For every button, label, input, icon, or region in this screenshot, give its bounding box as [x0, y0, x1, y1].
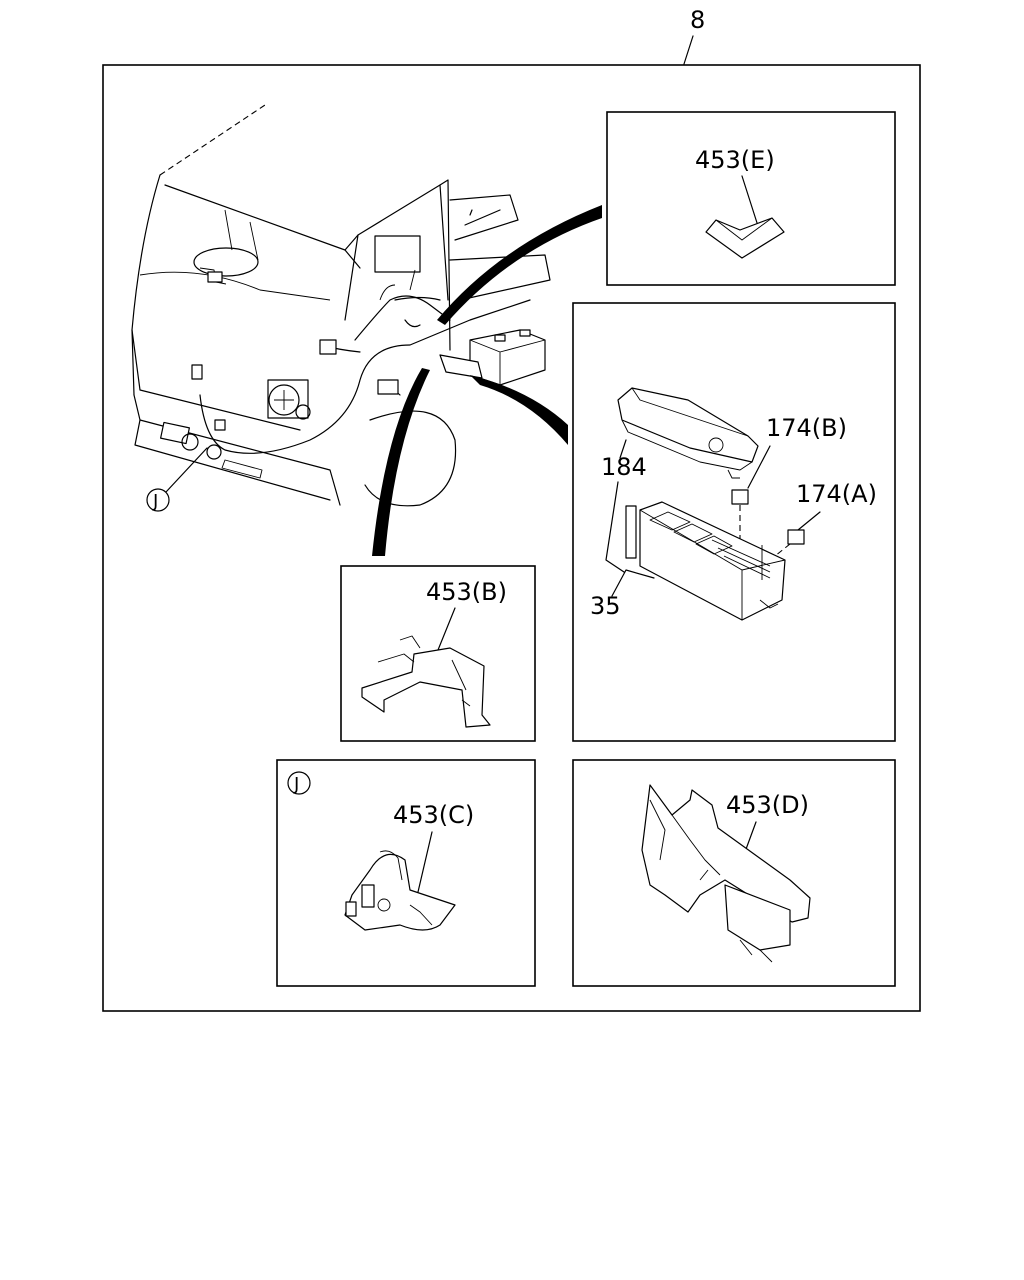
label-fuse-box: 35: [590, 592, 621, 620]
inset-fuse-box: [572, 302, 896, 742]
wedge-to-fuse-box: [470, 375, 568, 445]
part-453-D: [641, 784, 811, 963]
leader-relay-B: [747, 445, 771, 489]
leader-fuse-box: [605, 481, 655, 597]
leader-detail-C: [417, 831, 433, 893]
view-marker-inset-circle: [287, 771, 311, 795]
inset-detail-E: [606, 111, 896, 286]
part-relay-B: [731, 489, 749, 505]
view-marker-inset: J: [293, 774, 299, 795]
part-fuse-box: [625, 501, 786, 621]
leader-view-marker-main: [165, 447, 208, 493]
leader-relay-A: [797, 511, 821, 531]
label-detail-E: 453(E): [695, 146, 775, 174]
leader-fuse-box-cover: [619, 439, 627, 459]
leader-detail-B: [437, 607, 456, 651]
label-relay-A: 174(A): [796, 480, 877, 508]
leader-assembly-8: [683, 35, 694, 65]
wedge-to-detail-E: [437, 205, 602, 325]
part-fuse-box-cover: [617, 387, 759, 479]
label-detail-D: 453(D): [726, 791, 809, 819]
inset-detail-D: [572, 759, 896, 987]
view-marker-main-circle: [146, 488, 170, 512]
part-relay-A: [787, 529, 805, 545]
label-assembly-8: 8: [690, 6, 705, 34]
label-fuse-box-cover: 184: [601, 453, 647, 481]
label-relay-B: 174(B): [766, 414, 847, 442]
view-marker-main: J: [152, 491, 158, 512]
label-detail-B: 453(B): [426, 578, 507, 606]
part-453-C: [344, 850, 456, 931]
label-detail-C: 453(C): [393, 801, 474, 829]
wedge-to-detail-B: [372, 368, 430, 556]
part-453-B: [361, 635, 491, 728]
leader-detail-E: [741, 175, 759, 227]
truck-cab-illustration: [131, 104, 551, 507]
